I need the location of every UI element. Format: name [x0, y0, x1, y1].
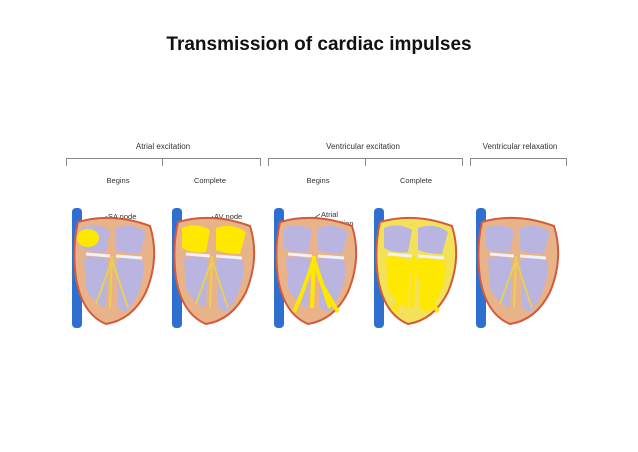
heart-ventricular-excitation-complete [368, 208, 460, 328]
left-ventricle [216, 257, 244, 312]
conduction-fibers [95, 255, 129, 309]
bracket-atrial-excitation [66, 158, 260, 159]
group-label-ventricular-relaxation: Ventricular relaxation [482, 142, 558, 151]
left-atrium [116, 225, 146, 254]
group-label-ventricular-excitation: Ventricular excitation [326, 142, 400, 151]
right-atrium [284, 225, 312, 253]
callout-av-node: AV node [214, 212, 243, 221]
sa-node-impulse [77, 229, 99, 247]
left-ventricle [116, 257, 144, 312]
sub-label-complete: Complete [193, 176, 227, 185]
right-ventricle [386, 256, 410, 308]
cardiac-conduction-figure: Atrial excitation Ventricular excitation… [58, 136, 578, 336]
bracket-tick [268, 158, 269, 166]
right-atrium [384, 225, 412, 253]
left-atrium [418, 225, 448, 254]
heart-ventricular-excitation-begins [268, 208, 360, 328]
right-atrium [182, 225, 210, 253]
conduction-fibers [499, 255, 533, 309]
heart-ventricular-relaxation [470, 208, 562, 328]
sub-label-begins: Begins [106, 176, 130, 185]
sub-label-begins: Begins [306, 176, 330, 185]
valves [489, 252, 547, 260]
right-atrium [486, 225, 514, 253]
group-label-atrial-excitation: Atrial excitation [135, 142, 191, 151]
left-atrium [318, 225, 348, 254]
sub-label-complete: Complete [399, 176, 433, 185]
valves [185, 252, 243, 260]
bracket-tick [162, 158, 163, 166]
right-ventricle [184, 256, 208, 308]
conduction-fibers [292, 255, 340, 314]
callout-atrial-relaxation-line1: Atrial [321, 210, 339, 219]
slide-title: Transmission of cardiac impulses [166, 34, 472, 55]
left-atrium [216, 225, 246, 254]
callout-sa-node: SA node [108, 212, 137, 221]
right-ventricle [286, 256, 310, 308]
heart-atrial-excitation-begins [66, 208, 158, 328]
valves [287, 252, 345, 260]
left-atrium [520, 225, 550, 254]
bracket-tick [470, 158, 471, 166]
right-ventricle [488, 256, 512, 308]
bracket-tick [462, 158, 463, 166]
conduction-fibers [392, 255, 440, 314]
bracket-tick [260, 158, 261, 166]
heart-atrial-excitation-complete [166, 208, 258, 328]
bracket-tick [365, 158, 366, 166]
conduction-fibers [195, 255, 229, 309]
right-ventricle [84, 256, 108, 308]
valves [387, 252, 445, 260]
bracket-tick [66, 158, 67, 166]
bracket-ventricular-relaxation [470, 158, 566, 159]
bracket-tick [566, 158, 567, 166]
left-ventricle [520, 257, 548, 312]
valves [85, 252, 143, 260]
